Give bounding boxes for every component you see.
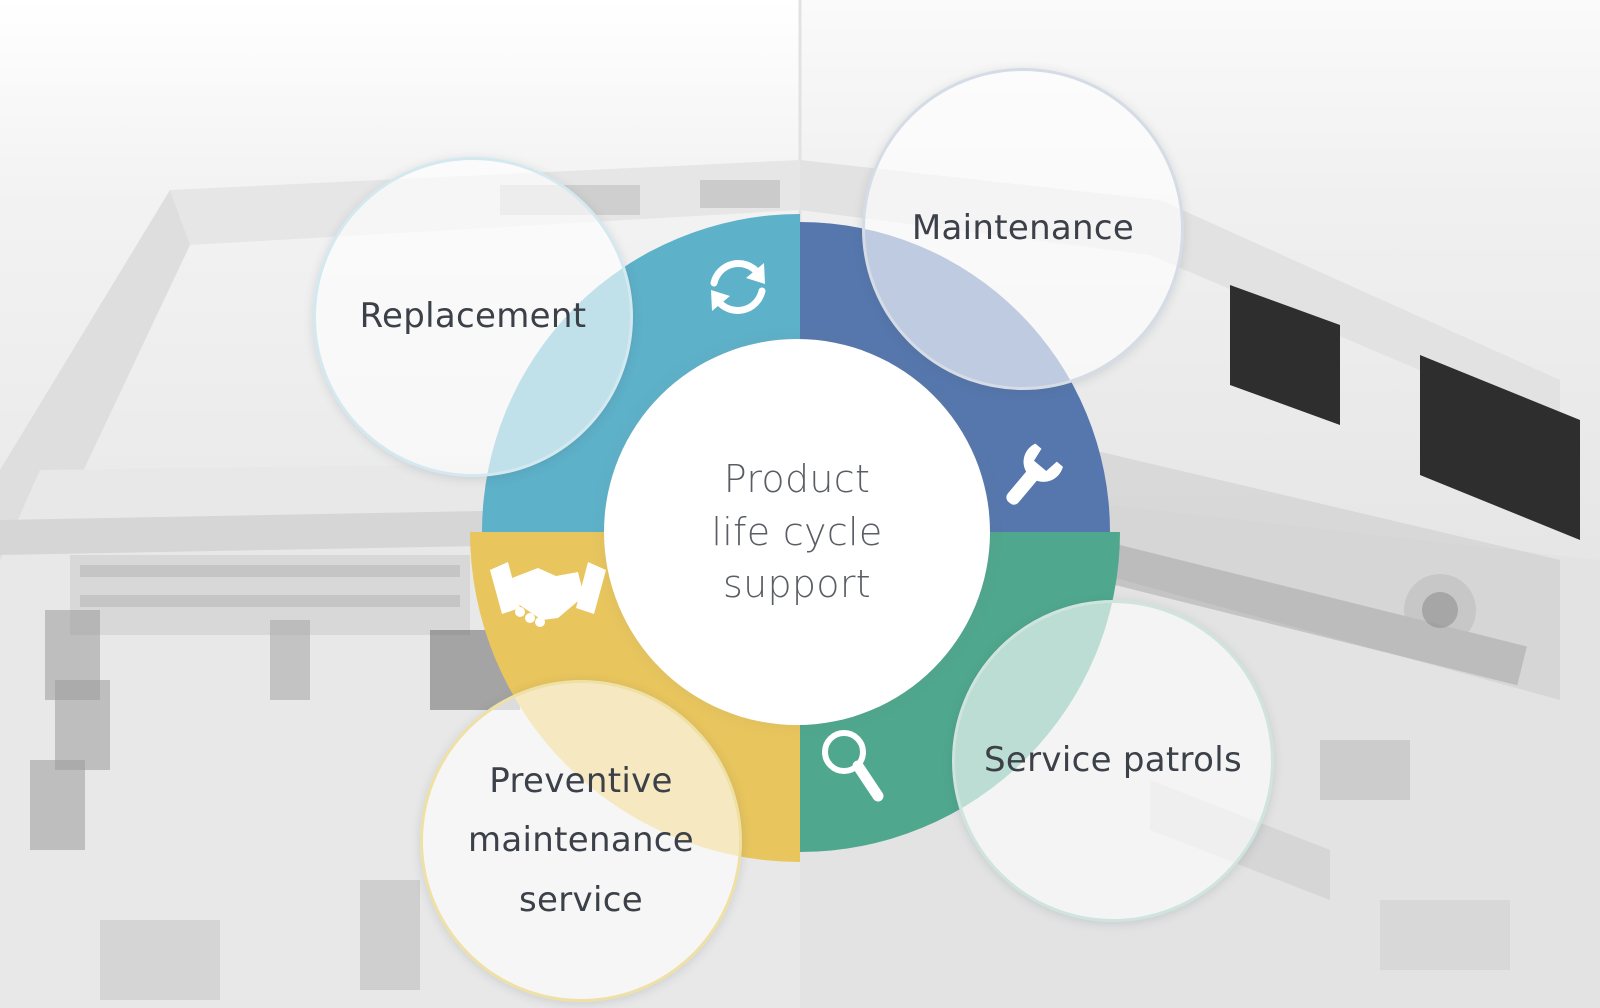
stage-preventive-label: Preventive maintenance service [467, 760, 695, 920]
stage-replacement: Replacement [313, 157, 633, 477]
stage-preventive-maintenance: Preventive maintenance service [420, 680, 742, 1002]
stage-service-patrols-label: Service patrols [984, 740, 1242, 781]
magnifier-icon [822, 730, 884, 802]
stage-service-patrols: Service patrols [952, 600, 1274, 922]
stage-maintenance-label: Maintenance [911, 208, 1135, 249]
refresh-arrows-icon [710, 260, 766, 314]
stage-replacement-label: Replacement [359, 296, 587, 337]
handshake-icon [490, 562, 606, 627]
wrench-icon [1006, 443, 1063, 505]
stage-maintenance: Maintenance [862, 68, 1184, 390]
center-hub-label: Product life cycle support [711, 457, 883, 607]
center-hub: Product life cycle support [604, 339, 990, 725]
